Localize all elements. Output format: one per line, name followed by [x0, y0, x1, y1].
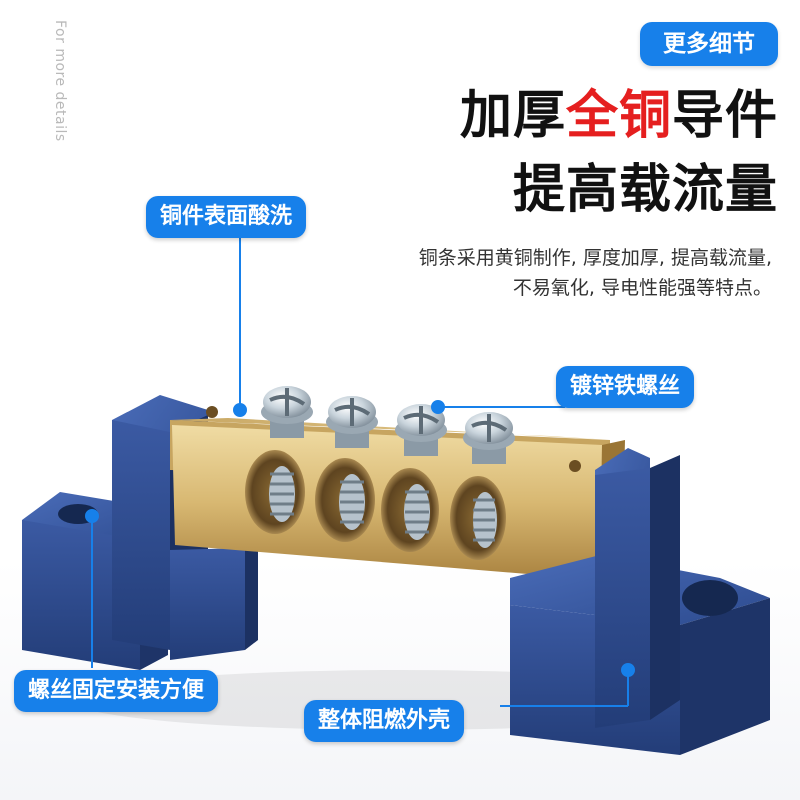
headline-highlight: 全铜	[565, 86, 672, 146]
mount-hole-right	[682, 580, 738, 616]
shell-dot	[621, 663, 635, 677]
description-line-2: 不易氧化, 导电性能强等特点。	[512, 277, 772, 299]
side-caption: For more details	[52, 20, 68, 142]
leader-lines	[85, 235, 635, 707]
thread-hole-3	[381, 468, 439, 552]
callout-shell[interactable]: 整体阻燃外壳	[304, 700, 465, 742]
thread-hole-4	[450, 476, 506, 560]
headline-part-2: 导件	[671, 86, 778, 146]
mounting-dot	[85, 509, 99, 523]
callout-mounting[interactable]: 螺丝固定安装方便	[14, 670, 219, 712]
thread-hole-2	[315, 458, 375, 542]
callout-pickling[interactable]: 铜件表面酸洗	[146, 196, 307, 238]
more-details-badge[interactable]: 更多细节	[640, 22, 778, 66]
screw-1	[261, 386, 313, 438]
screw-2	[326, 396, 378, 448]
screw-4	[463, 412, 515, 464]
screws-dot	[431, 400, 445, 414]
headline-part-1: 加厚	[459, 86, 566, 146]
headline-line-1: 加厚全铜导件	[460, 86, 778, 146]
thread-hole-1	[245, 450, 305, 534]
description-line-1: 铜条采用黄铜制作, 厚度加厚, 提高载流量,	[418, 247, 772, 269]
headline-line-2: 提高载流量	[512, 160, 778, 220]
callout-screws[interactable]: 镀锌铁螺丝	[556, 366, 695, 408]
screw-3	[395, 404, 447, 456]
pickling-dot	[233, 403, 247, 417]
right-housing	[510, 448, 770, 755]
